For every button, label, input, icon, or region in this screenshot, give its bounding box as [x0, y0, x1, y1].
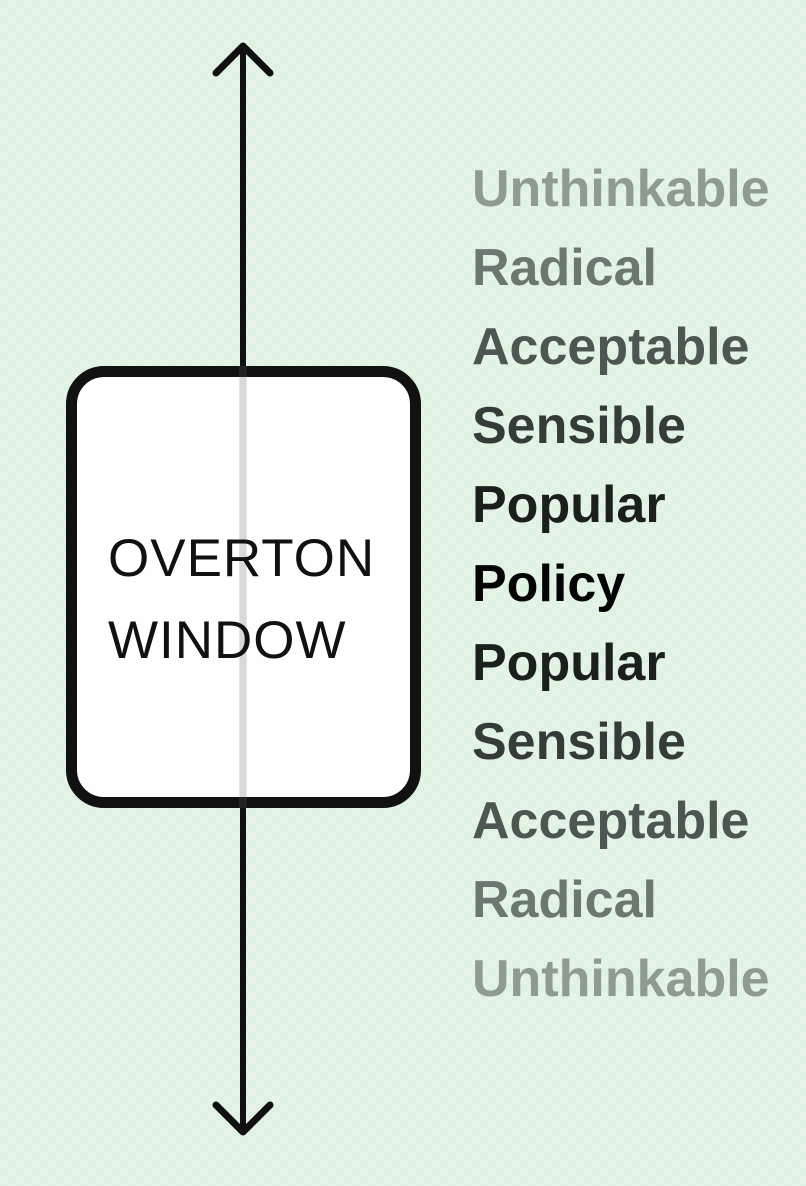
window-label-line-2: WINDOW — [108, 611, 347, 670]
scale-item-acceptable-bottom: Acceptable — [472, 792, 750, 850]
down-arrow-icon — [212, 1101, 274, 1136]
window-label-line-1: OVERTON — [108, 529, 376, 588]
scale-item-sensible-bottom: Sensible — [472, 713, 686, 771]
acceptability-scale: Unthinkable Radical Acceptable Sensible … — [472, 158, 802, 1027]
up-arrow-icon — [212, 42, 274, 77]
scale-item-popular-bottom: Popular — [472, 634, 666, 692]
scale-item-radical-top: Radical — [472, 239, 657, 297]
window-axis-shadow — [239, 366, 247, 808]
overton-window-label: OVERTON WINDOW — [108, 518, 408, 682]
scale-item-radical-bottom: Radical — [472, 871, 657, 929]
scale-item-unthinkable-top: Unthinkable — [472, 160, 770, 218]
scale-item-popular-top: Popular — [472, 476, 666, 534]
scale-item-policy: Policy — [472, 555, 626, 613]
scale-item-sensible-top: Sensible — [472, 397, 686, 455]
scale-item-acceptable-top: Acceptable — [472, 318, 750, 376]
scale-item-unthinkable-bottom: Unthinkable — [472, 950, 770, 1008]
overton-window-box — [66, 366, 421, 808]
